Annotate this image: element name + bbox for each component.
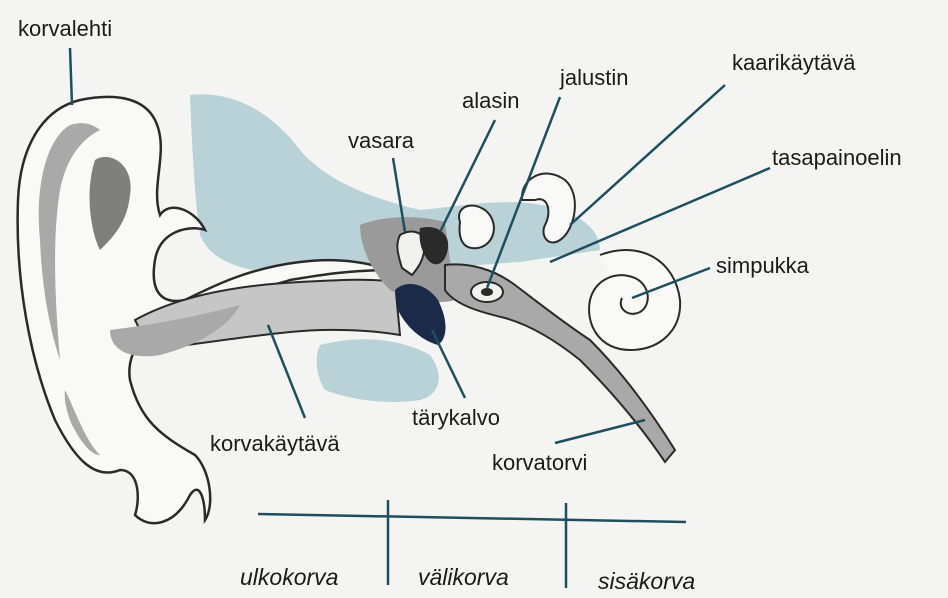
section-baseline bbox=[258, 514, 686, 522]
label-korvatorvi: korvatorvi bbox=[492, 452, 587, 474]
leader-korvatorvi bbox=[555, 420, 645, 443]
label-vasara: vasara bbox=[348, 130, 414, 152]
label-simpukka: simpukka bbox=[716, 255, 809, 277]
label-tarykalvo: tärykalvo bbox=[412, 407, 500, 429]
section-sisakorva: sisäkorva bbox=[598, 570, 695, 593]
leader-korvakaytava bbox=[268, 325, 305, 418]
label-jalustin: jalustin bbox=[560, 67, 628, 89]
leader-kaarikaytava bbox=[570, 85, 725, 225]
label-kaarikaytava: kaarikäytävä bbox=[732, 52, 856, 74]
leader-tarykalvo bbox=[432, 330, 465, 398]
leader-tasapainoelin bbox=[550, 168, 770, 262]
middle-ear-cavity-shading bbox=[317, 339, 439, 402]
section-valikorva: välikorva bbox=[418, 566, 509, 589]
section-ulkokorva: ulkokorva bbox=[240, 566, 338, 589]
cochlea bbox=[589, 250, 680, 350]
stapes-hole bbox=[481, 288, 493, 296]
label-alasin: alasin bbox=[462, 90, 519, 112]
label-korvakaytava: korvakäytävä bbox=[210, 433, 340, 455]
label-korvalehti: korvalehti bbox=[18, 18, 112, 40]
leader-korvalehti bbox=[70, 48, 72, 105]
label-tasapainoelin: tasapainoelin bbox=[772, 147, 902, 169]
